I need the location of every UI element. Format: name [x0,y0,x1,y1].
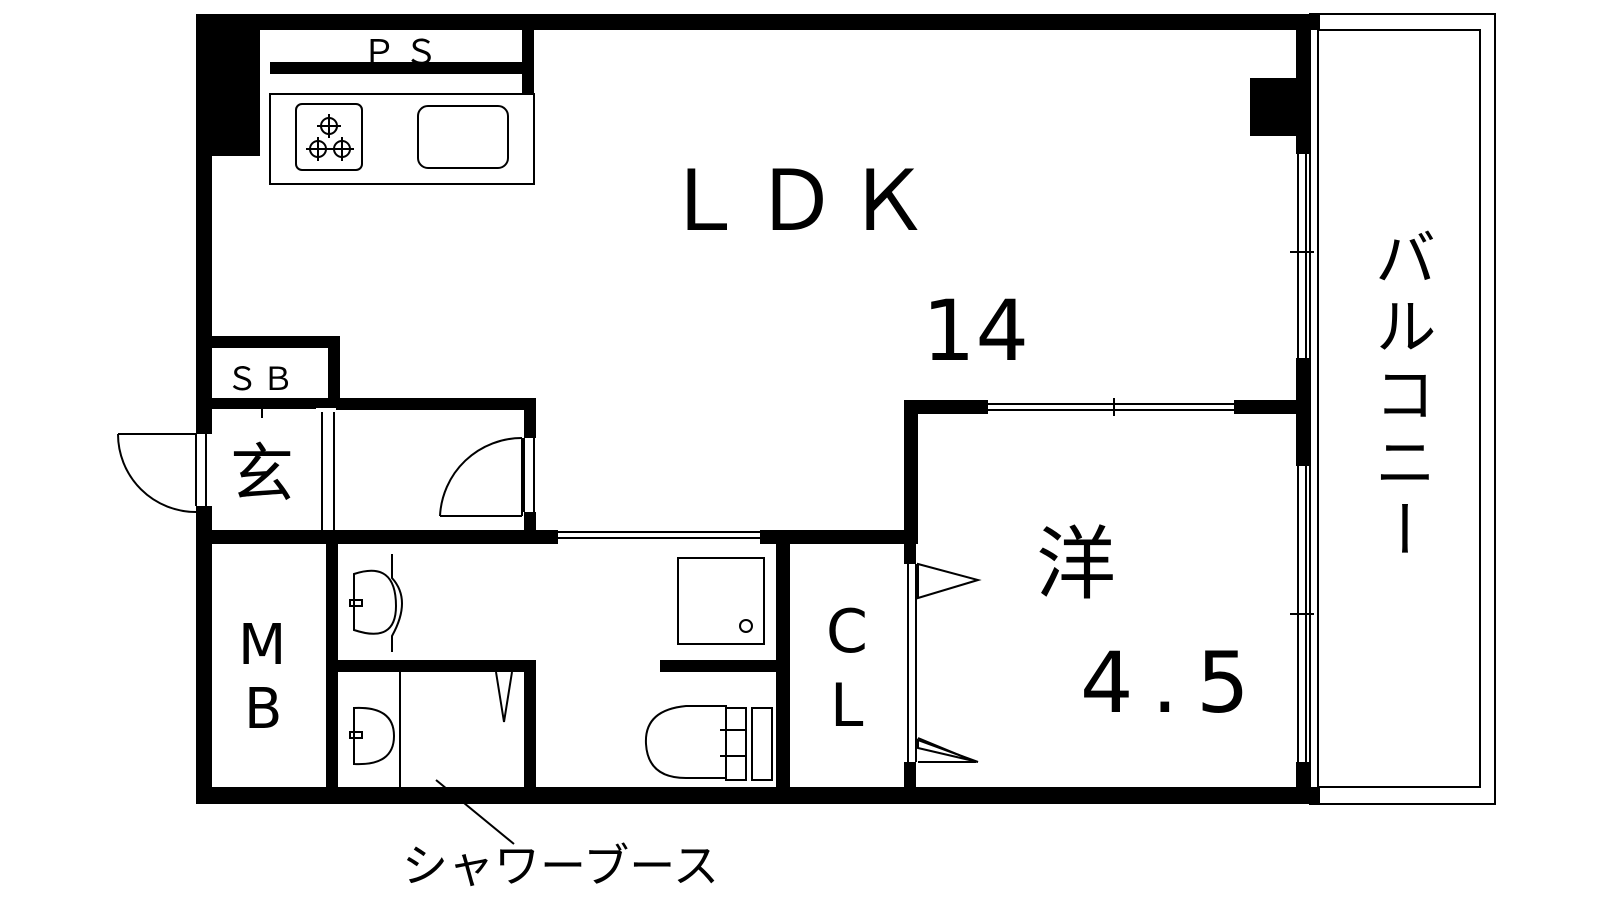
sink-icon [417,105,509,169]
meter-box-label-line1: M [238,613,286,678]
meter-box-label-line2: B [244,677,282,742]
ldk-label: ＬＤＫ [662,152,938,250]
closet-label-line1: C [826,597,868,667]
windows [212,154,1314,762]
kitchen-counter [269,93,535,185]
pipe-space-label: ＰＳ [362,33,446,73]
stove-icon [295,103,363,171]
hand-basin-icon [349,706,396,766]
western-room-label: 洋 [1036,518,1116,611]
balcony-label: バルコニー [1364,226,1437,566]
closet-label-line2: L [830,671,864,741]
doors [117,433,982,788]
shower-booth-label: シャワーブース [402,839,719,893]
toilet-icon [644,705,773,781]
washing-machine-icon [677,557,765,645]
western-room-size: 4.5 [1080,634,1268,732]
entrance-label: 玄 [230,438,294,512]
wash-basin-icon [349,554,403,652]
ldk-size: 14 [922,282,1029,380]
shoe-box-label: ＳＢ [226,360,298,398]
shower-booth-leader [435,779,515,845]
